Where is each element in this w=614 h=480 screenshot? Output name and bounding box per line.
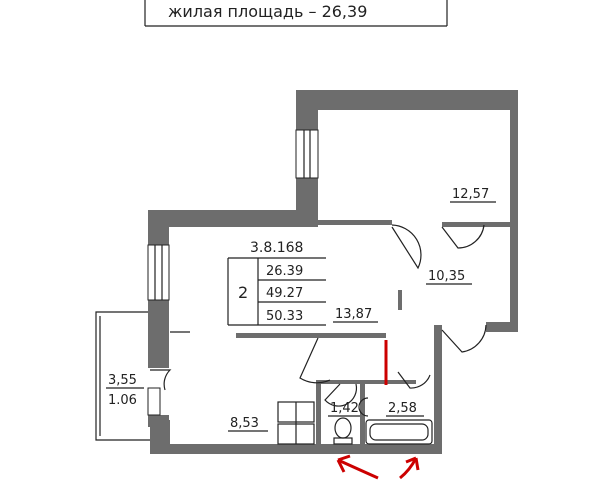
total-with-balcony-value: 50.33: [266, 309, 303, 324]
apartment-info: 3.8.168 2 26.39 49.27 50.33: [227, 240, 326, 326]
living-area-header: жилая площадь – 26,39: [168, 2, 367, 21]
room-area-living: 13,87: [335, 307, 372, 322]
room-area-kitchen: 8,53: [230, 416, 259, 431]
bathtub: [365, 419, 433, 445]
room-area-balcony-reduced: 1.06: [108, 393, 137, 408]
apartment-code: 3.8.168: [250, 240, 303, 256]
windows: [147, 129, 319, 416]
balcony: [95, 311, 150, 441]
kitchen-stove: [277, 401, 315, 445]
toilet: [333, 417, 353, 445]
red-annotations: [336, 340, 420, 480]
room-area-bedroom: 12,57: [452, 187, 489, 202]
room-area-wc: 1,42: [330, 401, 359, 416]
walls: [148, 90, 518, 454]
room-labels: 12,57 10,35 13,87 8,53 1,42 2,58 3,55 1.…: [106, 187, 496, 432]
doors: [150, 224, 487, 407]
room-area-balcony: 3,55: [108, 373, 137, 388]
room-area-bath: 2,58: [388, 401, 417, 416]
header-box: жилая площадь – 26,39: [144, 0, 448, 27]
living-area-value: 26.39: [266, 264, 303, 279]
total-area-value: 49.27: [266, 286, 303, 301]
room-count: 2: [238, 283, 248, 302]
room-area-hall: 10,35: [428, 269, 465, 284]
sink: [358, 397, 369, 417]
